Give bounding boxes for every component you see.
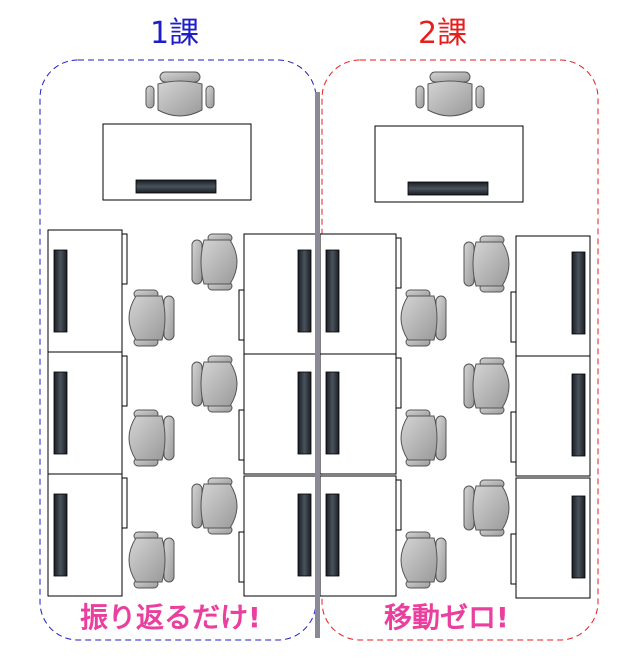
- chairs-column-2-left: [400, 289, 447, 589]
- section-2-caption: 移動ゼロ!: [384, 601, 509, 634]
- manager-chair-1: [145, 71, 215, 117]
- section-1-caption: 振り返るだけ!: [80, 601, 261, 634]
- section-1-title: 1課: [150, 16, 200, 51]
- desk-column-2-right: [510, 235, 591, 599]
- chairs-column-1-right: [191, 233, 238, 535]
- section-2-title: 2課: [418, 16, 468, 51]
- chairs-column-2-right: [463, 235, 510, 537]
- manager-monitor-1: [135, 179, 217, 194]
- manager-chair-2: [415, 71, 485, 117]
- desk-column-2-left: [319, 233, 402, 597]
- manager-monitor-2: [407, 181, 489, 196]
- desk-column-1-left: [47, 229, 128, 597]
- desk-column-1-right: [238, 233, 317, 597]
- chairs-column-1-left: [128, 289, 175, 589]
- partition-divider: [315, 92, 320, 638]
